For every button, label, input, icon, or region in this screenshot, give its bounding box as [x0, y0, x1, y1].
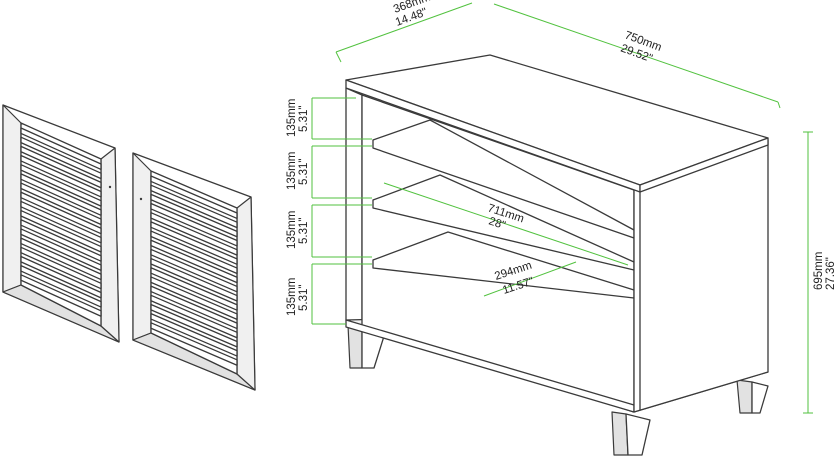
louver-slat	[150, 276, 238, 321]
louver-slat	[20, 264, 102, 308]
leg-front-right-side	[625, 413, 651, 456]
louver-slat	[20, 237, 102, 281]
cabinet-frame	[345, 54, 769, 456]
louver-slat	[20, 274, 102, 317]
louver-slat	[150, 212, 238, 256]
louver-slat	[150, 267, 238, 311]
door-left-hinge-dot	[108, 185, 112, 189]
height-metric-label: 695mm	[813, 252, 825, 290]
louver-slat	[20, 136, 102, 180]
shelf-gap-3-metric: 135mm	[286, 211, 298, 249]
louver-slat	[150, 202, 238, 247]
louver-slat	[150, 230, 238, 275]
louver-slat	[20, 255, 102, 299]
leg-back-right	[736, 379, 753, 414]
louver-slat	[20, 127, 102, 171]
louver-slat	[150, 312, 238, 357]
louver-slat	[20, 173, 102, 216]
door-right-hinge-dot	[139, 197, 143, 201]
leg-back-right-side	[751, 381, 769, 414]
dimension-depth: 368mm 14.48"	[335, 0, 473, 63]
louver-slat	[150, 322, 238, 366]
shelf-gap-1-metric: 135mm	[286, 99, 298, 137]
shelf-gap-3-imperial: 5.31"	[298, 218, 310, 244]
louver-slat	[150, 285, 238, 330]
dimension-height: 695mm 27.36"	[803, 131, 837, 414]
louver-slat	[20, 154, 102, 198]
louver-slat	[150, 193, 238, 238]
shelf-gap-4-imperial: 5.31"	[298, 285, 310, 311]
louver-slat	[20, 191, 102, 235]
cabinet-top-side-edge	[639, 137, 769, 193]
louver-slat	[20, 209, 102, 253]
height-imperial-label: 27.36"	[825, 257, 837, 290]
louver-slat	[20, 228, 102, 272]
louvered-door-right	[132, 152, 256, 391]
louver-slat	[150, 257, 238, 302]
shelf-gap-2-imperial: 5.31"	[298, 159, 310, 185]
door-left-louvers	[20, 127, 102, 317]
louver-slat	[20, 182, 102, 226]
louver-slat	[150, 303, 238, 348]
shelf-gap-2-metric: 135mm	[286, 152, 298, 190]
shelf-gap-1-imperial: 5.31"	[298, 106, 310, 132]
cabinet-left-panel	[345, 87, 363, 326]
inner-width-imperial-label: 28"	[487, 215, 507, 232]
louver-slat	[20, 219, 102, 262]
louver-slat	[20, 164, 102, 207]
louver-slat	[150, 239, 238, 284]
shelf-gap-4-metric: 135mm	[286, 278, 298, 316]
louver-slat	[150, 248, 238, 293]
louver-slat	[20, 200, 102, 244]
louver-slat	[150, 175, 238, 220]
louver-slat	[150, 294, 238, 339]
door-right-louvers	[150, 175, 238, 366]
dimension-shelf-gaps: 135mm 5.31" 135mm 5.31" 135mm 5.31" 135m…	[286, 97, 372, 325]
louver-slat	[150, 184, 238, 229]
louver-slat	[20, 246, 102, 290]
louver-slat	[20, 145, 102, 189]
louvered-door-left	[2, 104, 120, 343]
louver-slat	[150, 221, 238, 265]
